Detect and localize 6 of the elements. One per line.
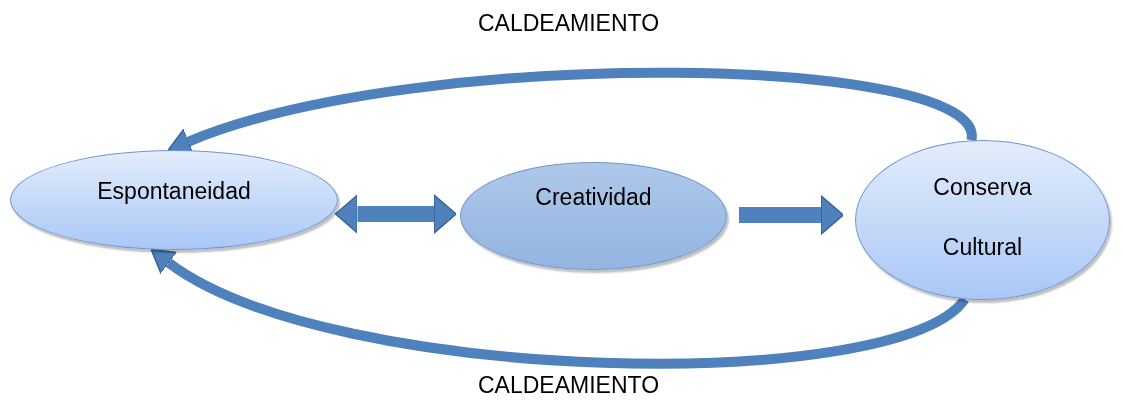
node-label: Espontaneidad — [97, 178, 251, 206]
arrow — [148, 250, 968, 369]
arrow — [739, 195, 844, 235]
node-label: Conserva Cultural — [932, 173, 1033, 262]
node-label: Creatividad — [535, 184, 652, 212]
arrow — [334, 194, 457, 234]
